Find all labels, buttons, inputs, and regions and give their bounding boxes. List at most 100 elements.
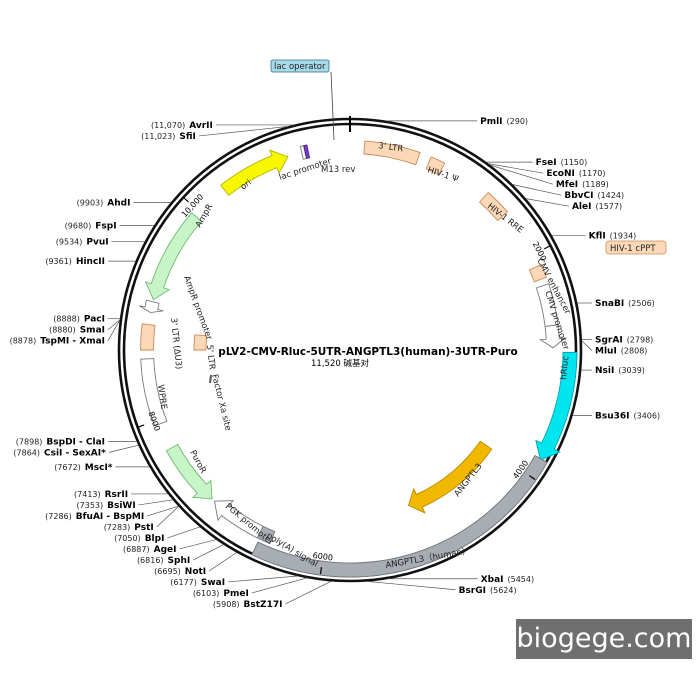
site-leader-psti: [156, 506, 179, 528]
site-ahdi: (9903)AhdI: [77, 199, 131, 209]
lac-operator-callout: lac operator: [270, 59, 335, 141]
site-bsrgi: BsrGI(5624): [459, 586, 517, 596]
feature-angptl3: [407, 440, 493, 514]
feature-angptl3-human: [251, 454, 548, 578]
site-fspi: (9680)FspI: [65, 221, 117, 231]
site-leader-tspmi-xmai: [107, 319, 121, 341]
site-smai: (8880)SmaI: [49, 326, 105, 336]
site-bsiwi: (7353)BsiWI: [77, 501, 136, 511]
feature-hiv-1: [425, 156, 446, 176]
label-hrluc: hRluc: [559, 355, 571, 380]
site-hincii: (9361)HincII: [45, 257, 105, 267]
feature-hrluc: [535, 351, 578, 461]
watermark: biogege.com: [516, 619, 692, 659]
label-lac-operator: lac operator: [274, 62, 326, 72]
site-pmli: PmlI(290): [480, 117, 528, 127]
label-wpre: WPRE: [155, 384, 168, 410]
site-csii-sexai: (7864)CsiI - SexAI*: [13, 448, 106, 458]
site-pvui: (9534)PvuI: [56, 237, 109, 247]
tick-2000: [543, 245, 551, 250]
site-leader-bfuai-bspmi: [147, 505, 179, 517]
label-3ltr: 3' LTR: [378, 141, 404, 154]
site-tspmi-xmai: (8878)TspMI - XmaI: [10, 337, 105, 347]
site-bfuai-bspmi: (7286)BfuAI - BspMI: [45, 512, 144, 522]
tick-10000: [182, 196, 189, 203]
site-leader-mfei: [490, 164, 553, 185]
site-snabi: SnaBI(2506): [595, 299, 655, 309]
label-psi: HIV-1 Ψ: [426, 165, 460, 185]
tick-6000: [319, 567, 323, 575]
cppt-callout: HIV-1 cPPT: [605, 240, 667, 255]
site-paci: (8888)PacI: [53, 315, 105, 325]
label-amppro: AmpR promoter: [181, 275, 214, 342]
feature-ampr: [144, 212, 203, 301]
site-rsrii: (7413)RsrII: [74, 490, 128, 500]
tick-8000: [137, 424, 145, 428]
site-leader-csii-sexai: [108, 444, 139, 453]
site-leader-noti: [208, 552, 237, 572]
feature-hiv-1-rre: [478, 191, 509, 222]
feature-m13-rev: [303, 144, 311, 159]
feature-pgk-promoter: [213, 500, 264, 539]
plasmid-size: 11,520 碱基对: [311, 358, 369, 369]
label-rre: HIV-1 RRE: [485, 201, 525, 235]
site-bspdi-clai: (7898)BspDI - ClaI: [16, 437, 105, 447]
site-avrii: (11,070)AvrII: [151, 121, 213, 131]
site-blpi: (7050)BlpI: [114, 534, 164, 544]
sites-layer: PmlI(290) FseI(1150)EcoNI(1170)MfeI(1189)…: [10, 117, 661, 610]
site-leader-agei: [179, 539, 217, 550]
feature-wpre: [140, 358, 168, 427]
feature-5-ltr: [193, 334, 208, 351]
site-leader-econi: [488, 163, 544, 174]
site-leader-bsrgi: [367, 581, 456, 591]
label-5ltr: 5' LTR: [204, 344, 217, 370]
site-leader-bbvci: [512, 184, 562, 196]
site-econi: EcoNI(1170): [546, 169, 605, 179]
feature-hiv-1-cppt: [528, 263, 548, 283]
site-leader-mlui: [581, 340, 593, 351]
tick-4000: [529, 475, 536, 481]
site-leader-sfii: [198, 126, 288, 137]
site-leader-bsiwi: [138, 499, 173, 506]
feature-puror: [165, 443, 213, 500]
site-mfei: MfeI(1189): [556, 180, 609, 190]
site-agei: (6887)AgeI: [123, 545, 176, 555]
features-layer: [139, 140, 578, 578]
site-fsei: FseI(1150): [536, 158, 588, 168]
feature-cmv-promoter: [538, 324, 567, 349]
site-bsu36i: Bsu36I(3406): [595, 412, 660, 422]
site-kfli: KflI(1934): [589, 232, 637, 242]
label-cppt: HIV-1 cPPT: [610, 244, 656, 254]
site-leader-swai: [228, 575, 298, 583]
site-bbvci: BbvCI(1424): [564, 191, 624, 201]
feature-3-ltr: [363, 140, 421, 166]
site-alei: AleI(1577): [572, 202, 622, 212]
plasmid-title: pLV2-CMV-Rluc-5UTR-ANGPTL3(human)-3UTR-P…: [218, 346, 517, 358]
factor-xa-mark: [209, 374, 212, 384]
site-sphi: (6816)SphI: [137, 556, 190, 566]
site-leader-pmei: [251, 577, 307, 594]
site-nsii: NsiI(3039): [595, 366, 645, 376]
tick-label-6000: 6000: [312, 551, 333, 563]
label-3ltr-du3: 3' LTR (ΔU3): [168, 317, 183, 370]
site-sgrai: SgrAI(2798): [595, 336, 653, 346]
site-leader-sphi: [193, 544, 224, 561]
feature-ampr-promoter: [139, 299, 164, 314]
label-m13: M13 rev: [321, 165, 355, 175]
site-leader-bstz17i: [285, 580, 332, 605]
feature-3-ltr-u3: [140, 323, 156, 351]
site-swai: (6177)SwaI: [170, 578, 225, 588]
site-pmei: (6103)PmeI: [193, 589, 249, 599]
label-factor-xa: Factor Xa site: [209, 373, 233, 432]
site-xbai: XbaI(5454): [481, 575, 534, 585]
site-psti: (7283)PstI: [104, 523, 154, 533]
feature-ori: [220, 149, 289, 197]
site-sfii: (11,023)SfiI: [141, 132, 196, 142]
site-bstz17i: (5908)BstZ17I: [213, 600, 283, 610]
site-mlui: MluI(2808): [595, 347, 647, 357]
site-noti: (6695)NotI: [154, 567, 206, 577]
site-leader-alei: [525, 198, 570, 207]
site-msci: (7672)MscI*: [54, 463, 113, 473]
site-leader-smai: [107, 319, 121, 330]
